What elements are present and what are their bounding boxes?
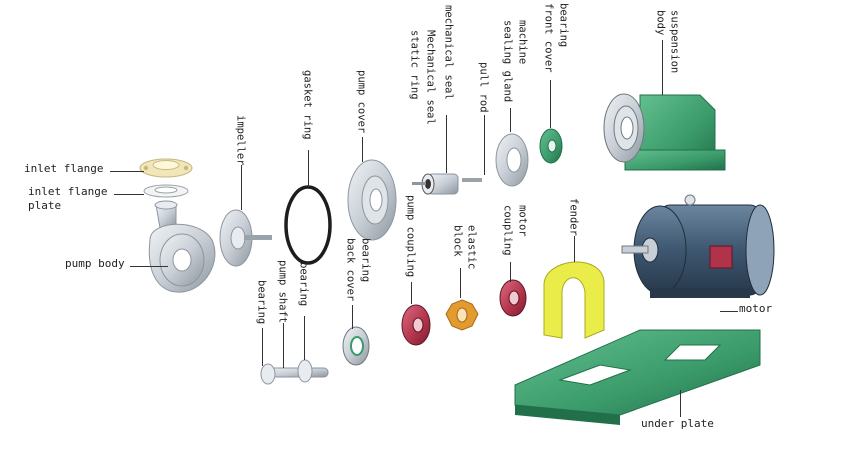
label-motor: motor [739, 302, 773, 315]
label-pull-rod: pull rod [477, 62, 490, 113]
elastic-block [445, 299, 479, 331]
leader-under-plate [680, 390, 681, 417]
bearing-back-cover [342, 326, 370, 366]
label-back-cover: back cover [344, 238, 357, 302]
label-gasket-ring: gasket ring [301, 70, 314, 140]
label-mechanical-seal-b: Mechanical seal [424, 30, 437, 125]
leader-motor-coupling [510, 262, 511, 282]
leader-gasket-ring [308, 150, 309, 187]
leader-pump-body [130, 266, 168, 267]
label-static-ring: static ring [408, 30, 421, 100]
leader-back-cover [352, 305, 353, 329]
leader-bearing-left [262, 328, 263, 366]
label-motor-coupling-b: coupling [501, 205, 514, 256]
label-bearing-left: bearing [255, 280, 268, 325]
leader-pump-shaft [283, 323, 284, 368]
label-block: block [451, 225, 464, 257]
leader-front-cover [550, 80, 551, 128]
leader-motor [720, 311, 738, 312]
label-fender: fender [567, 198, 580, 236]
leader-bearing-right [304, 316, 305, 360]
under-plate [514, 329, 761, 425]
label-bearing-front: bearing [557, 3, 570, 48]
bearing-front-cover [539, 128, 563, 164]
pump-shaft-assembly [260, 359, 329, 385]
label-inlet-flange-plate-1: inlet flange [28, 185, 108, 198]
label-mechanical-seal-a: mechanical seal [442, 5, 455, 100]
pump-coupling [401, 304, 431, 346]
leader-fender [574, 236, 575, 262]
suspension-body [603, 93, 726, 171]
label-pump-coupling: pump coupling [404, 195, 417, 278]
label-inlet-flange: inlet flange [24, 162, 104, 175]
inlet-flange-plate [143, 184, 189, 198]
label-machine: machine [516, 20, 529, 65]
label-pump-body: pump body [65, 257, 125, 270]
label-bearing-right: bearing [297, 262, 310, 307]
pump-cover [347, 159, 397, 241]
label-sealing-gland: sealing gland [501, 20, 514, 103]
pull-rod [462, 178, 482, 182]
motor-coupling [499, 279, 527, 317]
label-motor-coupling-a: motor [516, 205, 529, 237]
mechanical-seal [412, 173, 459, 195]
motor [621, 194, 775, 298]
leader-inlet-flange [110, 171, 144, 172]
leader-elastic-block [460, 268, 461, 298]
label-under-plate: under plate [641, 417, 714, 430]
leader-sealing-gland [510, 108, 511, 132]
leader-pump-coupling [411, 282, 412, 304]
leader-suspension-body [662, 40, 663, 95]
leader-pull-rod [484, 115, 485, 175]
leader-mechanical-seal [446, 115, 447, 173]
label-pump-cover: pump cover [355, 70, 368, 134]
label-bearing-back: bearing [359, 238, 372, 283]
leader-impeller [241, 165, 242, 210]
leader-pump-cover [362, 137, 363, 162]
label-front-cover: front cover [542, 3, 555, 73]
label-suspension-body: body [654, 10, 667, 36]
label-suspension: suspension [668, 10, 681, 74]
label-impeller: impeller [234, 115, 247, 166]
label-pump-shaft: pump shaft [276, 260, 289, 324]
inlet-flange [139, 158, 193, 178]
gasket-ring [284, 185, 332, 265]
leader-inlet-flange-plate [114, 194, 144, 195]
label-elastic: elastic [465, 225, 478, 270]
label-inlet-flange-plate-2: plate [28, 199, 62, 212]
pump-body [148, 200, 216, 293]
impeller [219, 209, 272, 267]
machine-sealing-gland [495, 133, 529, 187]
fender [543, 261, 605, 339]
